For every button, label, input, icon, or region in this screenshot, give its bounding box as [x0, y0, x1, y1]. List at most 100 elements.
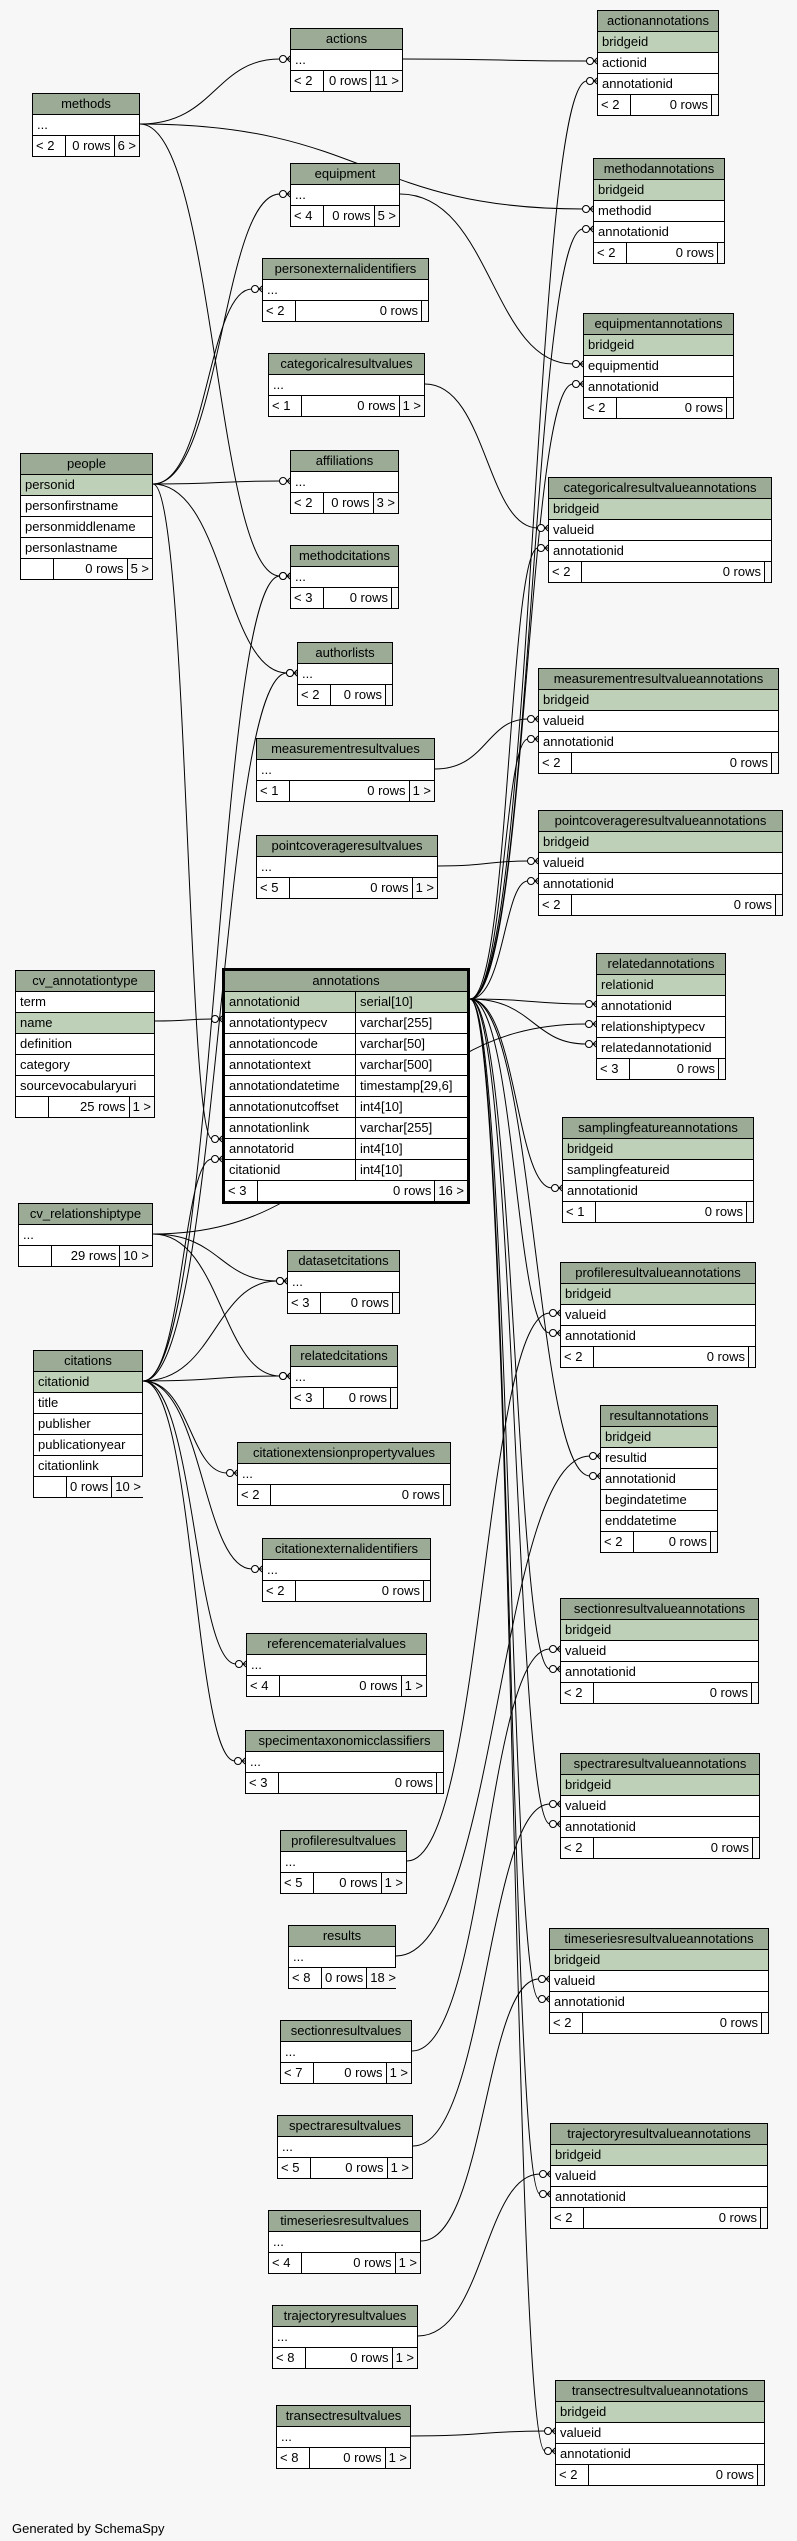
column-row: bridgeid: [549, 499, 771, 520]
row-count: 0 rows: [310, 2448, 386, 2468]
edge-spectra-marker: [549, 1800, 557, 1808]
child-count: 1 >: [395, 2253, 420, 2273]
child-count: 5 >: [127, 559, 152, 579]
column-name: annotationutcoffset: [229, 1099, 339, 1114]
edge-actions-actionannotations: [402, 58, 588, 62]
row-count: 0 rows: [296, 1581, 424, 1601]
edge-timeseries: [420, 1978, 540, 2242]
child-count: [776, 895, 782, 915]
column-row: valueid: [561, 1796, 759, 1817]
edge-citations-citationextensionpropertyvalues: [142, 1380, 228, 1474]
parent-count: < 2: [556, 2465, 589, 2485]
edge-people-annotations-crowfoot: [218, 1135, 223, 1143]
row-count: 0 rows: [627, 243, 718, 263]
edge-citations-referencematerialvalues: [142, 1380, 237, 1665]
table-name: categoricalresultvalueannotations: [549, 478, 771, 499]
child-count: 5 >: [374, 206, 399, 226]
row-count: 0 rows: [331, 685, 386, 705]
child-count: [727, 398, 733, 418]
edge-transect: [410, 2430, 546, 2437]
parent-count: [16, 1097, 49, 1117]
edge-annotations-relatedannotations-crowfoot: [592, 1000, 597, 1008]
edge-relationshiptype-crowfoot: [592, 1020, 597, 1028]
column-row: bridgeid: [561, 1620, 758, 1641]
edge-citations-annotations-crowfoot: [218, 1155, 223, 1163]
column-row: ...: [246, 1752, 443, 1773]
row-count: 25 rows: [49, 1097, 130, 1117]
table-name: spectraresultvalues: [278, 2116, 412, 2137]
edge-annotationtype: [154, 1018, 213, 1022]
edge-citations-specimentaxonomicclassifiers: [142, 1380, 236, 1762]
column-row: valueid: [549, 520, 771, 541]
edge-annotations-categoricalresultvalueannotations: [469, 547, 539, 1000]
row-count: 0 rows: [324, 1388, 391, 1408]
column-row: ...: [19, 1225, 152, 1246]
edge-people-personexternalidentifiers: [152, 288, 253, 485]
child-count: [719, 1059, 725, 1079]
column-row: ...: [269, 2232, 420, 2253]
edge-results-marker: [589, 1452, 597, 1460]
edge-profile-crowfoot: [556, 1309, 561, 1317]
column-row: ...: [263, 1560, 430, 1581]
column-row: bridgeid: [584, 335, 733, 356]
row-count: 0 rows: [302, 2253, 396, 2273]
parent-count: [21, 559, 54, 579]
column-row: definition: [16, 1034, 154, 1055]
column-row: resultid: [601, 1448, 717, 1469]
child-count: [749, 1347, 755, 1367]
edge-annotations-timeseriesresultvalueannotations-crowfoot: [545, 1995, 550, 2003]
edge-annotations-spectraresultvalueannotations-crowfoot: [556, 1820, 561, 1828]
column-row: annotationid: [594, 222, 724, 243]
edge-annotations-trajectoryresultvalueannotations-crowfoot: [546, 2190, 551, 2198]
row-count: 0 rows: [594, 1347, 749, 1367]
column-row: personlastname: [21, 538, 152, 559]
edge-annotations-pointcoverageresultvalueannotations: [469, 880, 529, 1000]
column-row: annotationid: [561, 1662, 758, 1683]
parent-count: < 5: [257, 878, 290, 898]
edge-measurement-marker: [527, 715, 535, 723]
parent-count: < 3: [597, 1059, 630, 1079]
table-name: pointcoverageresultvalues: [257, 836, 437, 857]
table-name: referencematerialvalues: [247, 1634, 426, 1655]
table-name: transectresultvalues: [277, 2406, 410, 2427]
column-type: int4[10]: [355, 1139, 403, 1159]
column-row: ...: [291, 50, 402, 71]
column-row: ...: [238, 1464, 450, 1485]
column-name: annotationtext: [229, 1057, 311, 1072]
column-type: varchar[50]: [355, 1034, 425, 1054]
table-name: measurementresultvalueannotations: [539, 669, 778, 690]
row-count: 0 rows: [271, 1485, 444, 1505]
edge-annotations-profileresultvalueannotations-crowfoot: [556, 1329, 561, 1337]
child-count: [424, 1581, 430, 1601]
edge-annotations-transectresultvalueannotations-crowfoot: [551, 2447, 556, 2455]
column-row: valueid: [561, 1305, 755, 1326]
column-row: ...: [257, 857, 437, 878]
column-name: annotationlink: [229, 1120, 310, 1135]
edge-pointcoverage-marker: [527, 857, 535, 865]
column-row: bridgeid: [563, 1139, 753, 1160]
edge-actions-actionannotations-marker: [586, 57, 594, 65]
column-row: ...: [273, 2327, 417, 2348]
child-count: [712, 95, 718, 115]
row-count: 0 rows: [314, 2063, 387, 2083]
